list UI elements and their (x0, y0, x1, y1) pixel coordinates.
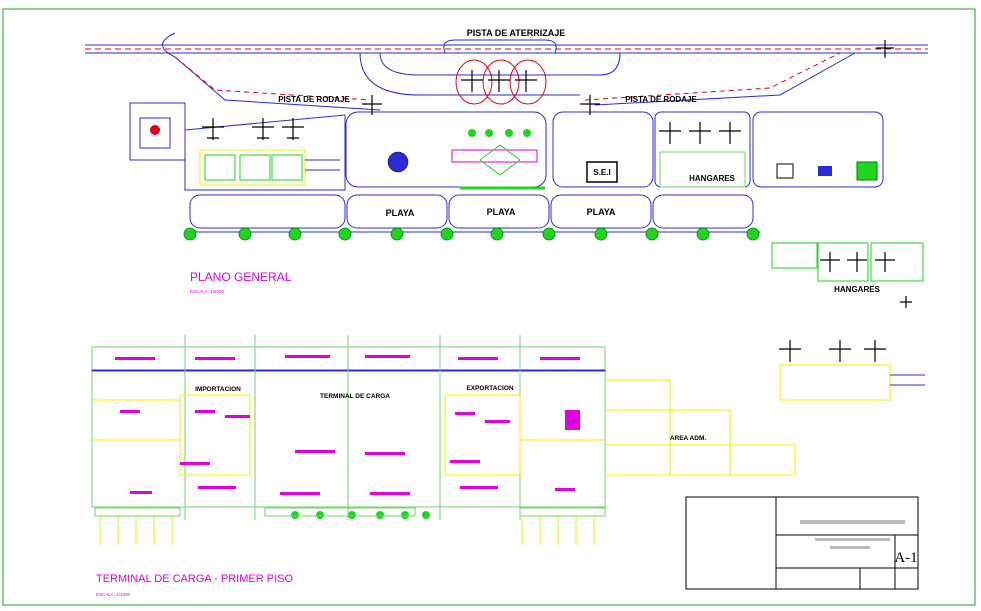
small-box-3 (856, 161, 878, 181)
cargo-plan-scale: ESCALA: 1/1000 (96, 592, 131, 597)
cargo-room-labels (115, 355, 580, 495)
cargo-plan-title: TERMINAL DE CARGA - PRIMER PISO (96, 573, 293, 585)
title-block (685, 496, 919, 590)
cargo-terminal-label: TERMINAL DE CARGA (320, 393, 390, 400)
general-plan-scale: ESCALA: 1/2000 (190, 289, 225, 294)
hangars-center-label: HANGARES (689, 174, 735, 183)
parking-label-1: PLAYA (386, 208, 415, 218)
green-nodes (183, 227, 760, 241)
sheet-number: A-1 (894, 550, 917, 566)
taxiway-left-label: PISTA DE RODAJE (278, 95, 350, 104)
parking-label-3: PLAYA (587, 207, 616, 217)
control-tower-icon (387, 151, 409, 173)
runway-system (85, 32, 928, 111)
small-box-2 (818, 166, 832, 176)
cargo-terminal-plan (91, 335, 796, 545)
hangars-center-box (659, 151, 746, 188)
parking-label-2: PLAYA (487, 207, 516, 217)
hangars-right-detail (771, 242, 925, 401)
runway-label: PISTA DE ATERRIZAJE (467, 28, 566, 38)
taxiway-right-label: PISTA DE RODAJE (625, 95, 697, 104)
sei-box (586, 161, 618, 183)
sei-label: S.E.I (593, 168, 610, 177)
aircraft-icons (202, 40, 912, 362)
passenger-terminal (139, 117, 340, 186)
import-label: IMPORTACION (195, 386, 241, 393)
central-terminal (387, 144, 545, 190)
trees (291, 129, 531, 519)
sheet-border (2, 8, 976, 606)
hangars-right-label: HANGARES (834, 285, 880, 294)
small-box-1 (776, 163, 794, 179)
general-plan-title: PLANO GENERAL (190, 270, 292, 284)
admin-area-label: AREA ADM. (670, 435, 707, 442)
export-label: EXPORTACION (466, 385, 513, 392)
